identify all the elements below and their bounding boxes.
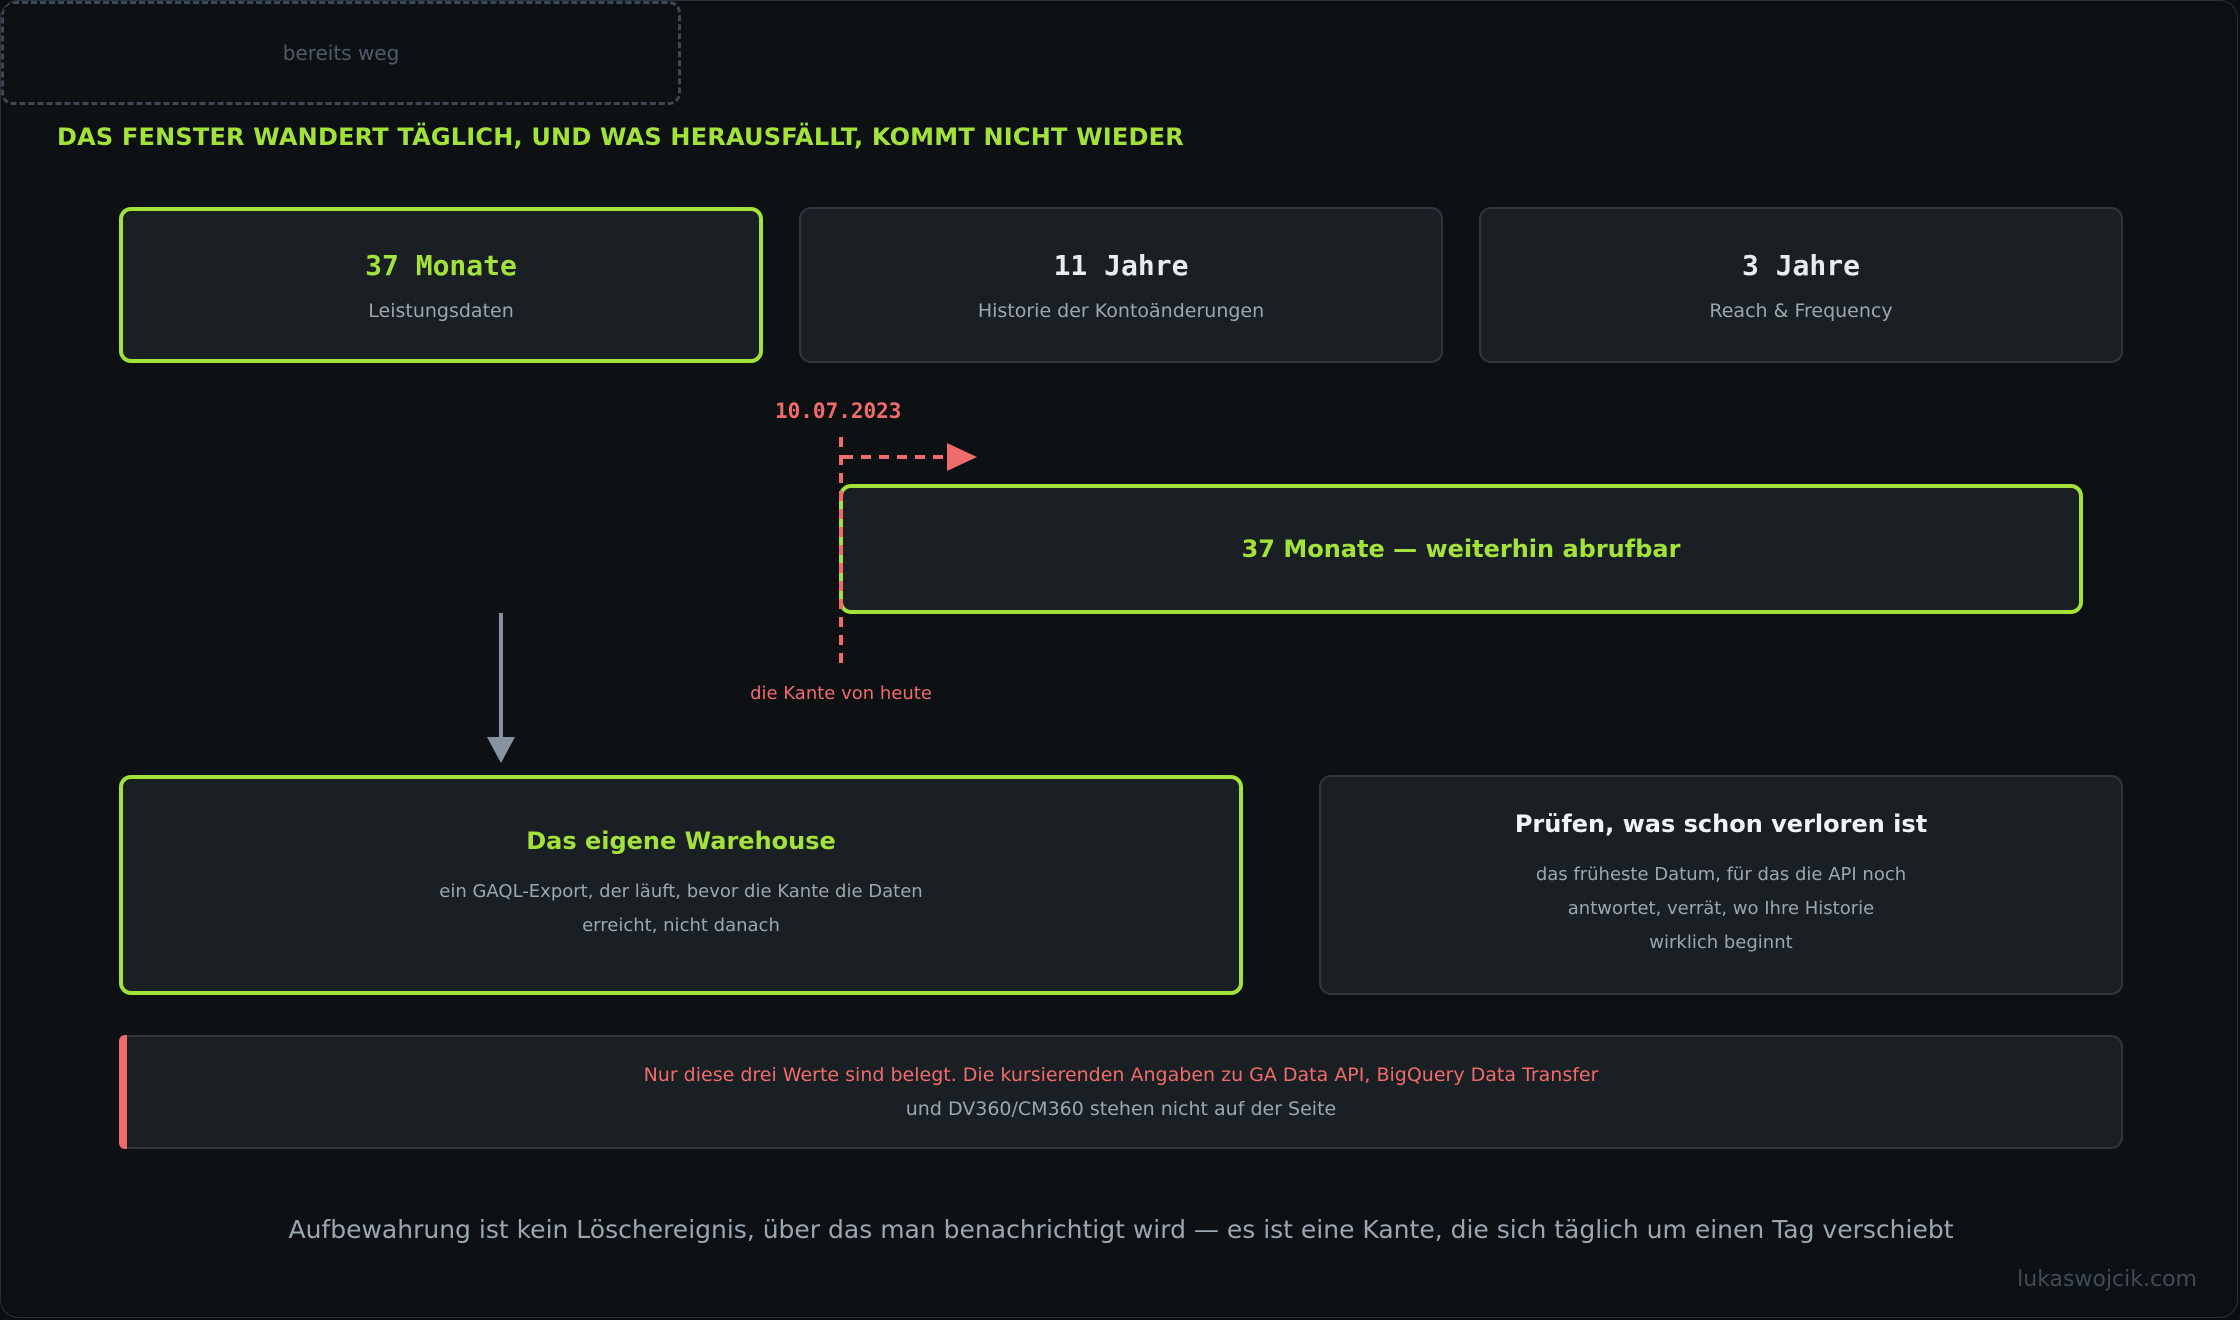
card-value: 3 Jahre [1741,248,1860,282]
check-loss-description: das früheste Datum, für das die API noch… [1536,858,1906,960]
check-loss-box: Prüfen, was schon verloren ist das frühe… [1319,775,2123,995]
check-desc-line: das früheste Datum, für das die API noch [1535,864,1907,885]
note-line-2: und DV360/CM360 stehen nicht auf der Sei… [905,1098,1337,1120]
timeline-graphics [487,437,977,763]
note-line-1: Nur diese drei Werte sind belegt. Die ku… [643,1064,1599,1086]
source-note: Nur diese drei Werte sind belegt. Die ku… [119,1035,2123,1149]
card-performance-data: 37 Monate Leistungsdaten [119,207,763,363]
card-change-history: 11 Jahre Historie der Kontoänderungen [799,207,1443,363]
warehouse-box: Das eigene Warehouse ein GAQL-Export, de… [119,775,1243,995]
edge-date-label: 10.07.2023 [775,399,902,423]
card-reach-frequency: 3 Jahre Reach & Frequency [1479,207,2123,363]
diagram-title: DAS FENSTER WANDERT TÄGLICH, UND WAS HER… [57,123,1184,151]
card-label: Leistungsdaten [368,299,514,322]
note-accent-bar [119,1035,127,1149]
card-value: 37 Monate [365,248,517,282]
footer-caption: Aufbewahrung ist kein Löschereignis, übe… [288,1215,1954,1244]
check-desc-line: wirklich beginnt [1649,932,1793,953]
card-label: Historie der Kontoänderungen [977,299,1265,322]
expired-data-label: bereits weg [282,41,400,65]
export-arrowhead [487,737,515,763]
card-value: 11 Jahre [1053,248,1189,282]
available-data-box: 37 Monate — weiterhin abrufbar [839,484,2083,614]
card-label: Reach & Frequency [1709,299,1893,322]
expired-data-box: bereits weg [1,1,681,105]
today-edge-label: die Kante von heute [750,683,932,704]
check-loss-title: Prüfen, was schon verloren ist [1514,810,1928,838]
warehouse-title: Das eigene Warehouse [526,827,836,855]
credit-watermark: lukaswojcik.com [2017,1267,2197,1292]
warehouse-desc-line: erreicht, nicht danach [582,915,780,936]
warehouse-desc-line: ein GAQL-Export, der läuft, bevor die Ka… [439,881,923,902]
check-desc-line: antwortet, verrät, wo Ihre Historie [1567,898,1875,919]
available-data-label: 37 Monate — weiterhin abrufbar [1241,535,1681,563]
edge-direction-arrowhead [947,443,977,471]
warehouse-description: ein GAQL-Export, der läuft, bevor die Ka… [439,875,922,943]
